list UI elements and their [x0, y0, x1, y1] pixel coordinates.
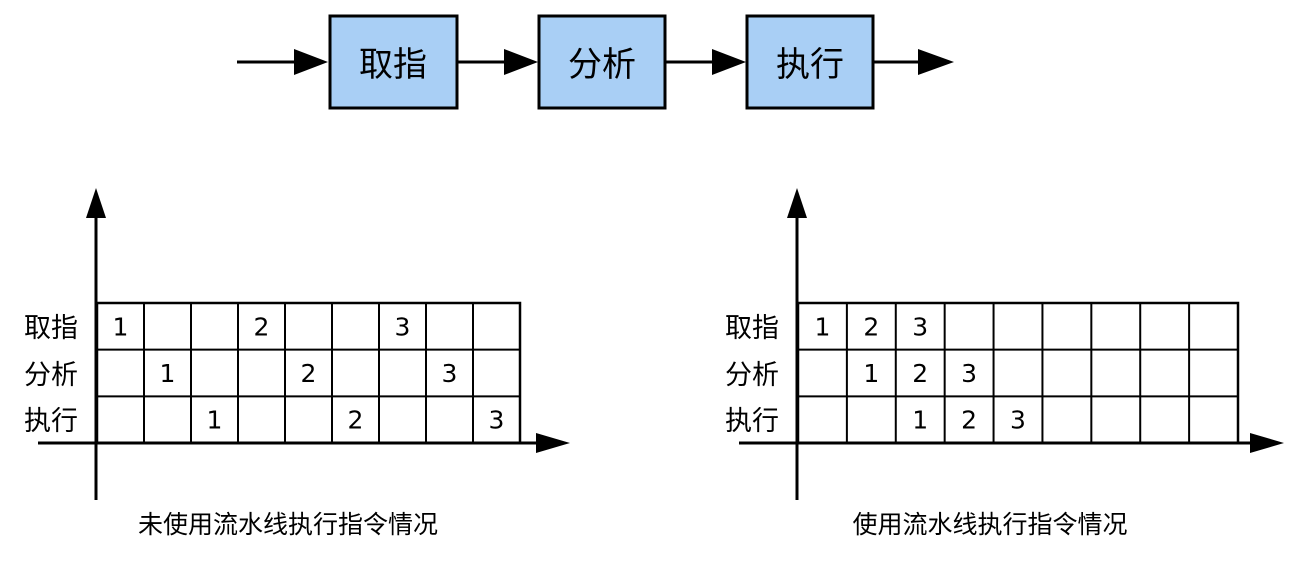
- flow-stage-fetch-box: [328, 14, 459, 110]
- flow-arrow-2-3: [666, 49, 746, 75]
- grid-cell-number: 2: [254, 312, 270, 341]
- grid-cell-number: 3: [961, 359, 977, 388]
- row-label-decode: 分析: [725, 360, 779, 391]
- flow-stage-decode: 分析: [537, 14, 667, 110]
- grid-cell-number: 1: [912, 406, 928, 435]
- row-label-fetch: 取指: [24, 313, 78, 344]
- grid-cell-number: 3: [912, 312, 928, 341]
- grid-cell-number: 2: [863, 312, 879, 341]
- grid-cell-number: 2: [961, 406, 977, 435]
- grid-cell-number: 1: [160, 359, 176, 388]
- grid-border: [95, 301, 522, 445]
- grid-cell-number: 1: [207, 406, 223, 435]
- row-label-decode: 分析: [24, 360, 78, 391]
- flow-arrow-out: [874, 49, 954, 75]
- grid-cell-number: 2: [348, 406, 364, 435]
- flow-stage-execute-label: 执行: [776, 45, 844, 85]
- flow-stage-fetch-label: 取指: [359, 45, 427, 85]
- pipelined-timing-chart: 取指 分析 执行 1 2 3 1 2 3 1 2 3 使用流水线执行指令情况: [725, 188, 1284, 539]
- chart-caption: 未使用流水线执行指令情况: [138, 510, 438, 539]
- grid-cell-number: 1: [113, 312, 129, 341]
- row-label-fetch: 取指: [725, 313, 779, 344]
- grid-cell-number: 2: [301, 359, 317, 388]
- flow-stage-execute: 执行: [745, 14, 875, 110]
- flow-arrow-1-2: [458, 49, 538, 75]
- flow-arrow-in: [237, 49, 328, 75]
- grid-cell-number: 3: [395, 312, 411, 341]
- timing-grid: 1 2 3 1 2 3 1 2 3: [796, 301, 1240, 445]
- grid-cell-number: 3: [442, 359, 458, 388]
- chart-caption: 使用流水线执行指令情况: [852, 510, 1127, 539]
- grid-cell-number: 3: [489, 406, 505, 435]
- timing-grid: 1 2 3 1 2 3 1 2 3: [95, 301, 522, 445]
- row-label-execute: 执行: [725, 406, 779, 437]
- flow-diagram: 取指 分析 执行: [237, 14, 954, 110]
- sequential-timing-chart: 取指 分析 执行 1 2 3 1 2 3 1 2 3 未使用流水线执行指令情况: [24, 188, 570, 539]
- flow-stage-decode-label: 分析: [568, 45, 636, 85]
- flow-stage-decode-box: [537, 14, 667, 110]
- grid-cell-number: 2: [912, 359, 928, 388]
- grid-border: [796, 301, 1240, 445]
- row-label-execute: 执行: [24, 406, 78, 437]
- flow-stage-fetch: 取指: [328, 14, 459, 110]
- grid-cell-number: 3: [1010, 406, 1026, 435]
- grid-cell-number: 1: [863, 359, 879, 388]
- flow-stage-execute-box: [745, 14, 875, 110]
- grid-cell-number: 1: [814, 312, 830, 341]
